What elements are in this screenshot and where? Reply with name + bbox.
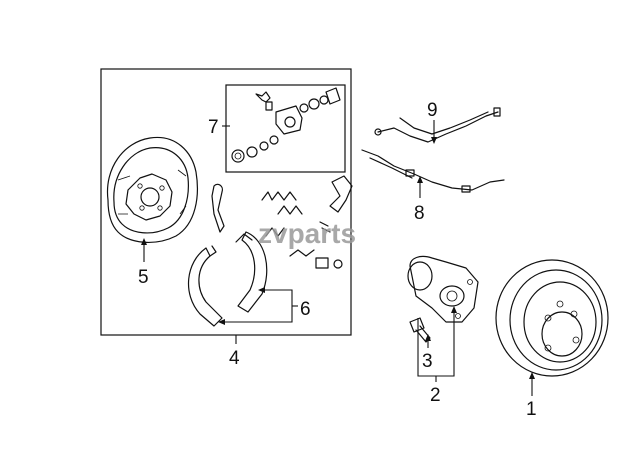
brake-shoes xyxy=(187,231,268,327)
callout-5: 5 xyxy=(138,267,149,288)
callout-4: 4 xyxy=(229,348,240,369)
callout-3: 3 xyxy=(422,351,433,372)
brake-cable-8 xyxy=(361,149,505,193)
leader-lines xyxy=(141,120,535,396)
callout-2: 2 xyxy=(430,385,441,406)
callout-6: 6 xyxy=(300,299,311,320)
brake-cable-9 xyxy=(374,107,501,143)
watermark: zvparts xyxy=(258,218,356,249)
brake-assembly-box xyxy=(100,68,352,336)
callout-8: 8 xyxy=(414,203,425,224)
callout-1: 1 xyxy=(526,399,537,420)
callout-7: 7 xyxy=(208,117,219,138)
wheel-cylinder-box xyxy=(225,84,346,173)
backing-plate xyxy=(106,136,198,243)
brake-drum xyxy=(495,259,609,377)
hub-bearing xyxy=(407,255,479,323)
wheel-cylinder-parts xyxy=(231,87,341,163)
callout-9: 9 xyxy=(427,100,438,121)
brake-hardware xyxy=(211,175,353,269)
